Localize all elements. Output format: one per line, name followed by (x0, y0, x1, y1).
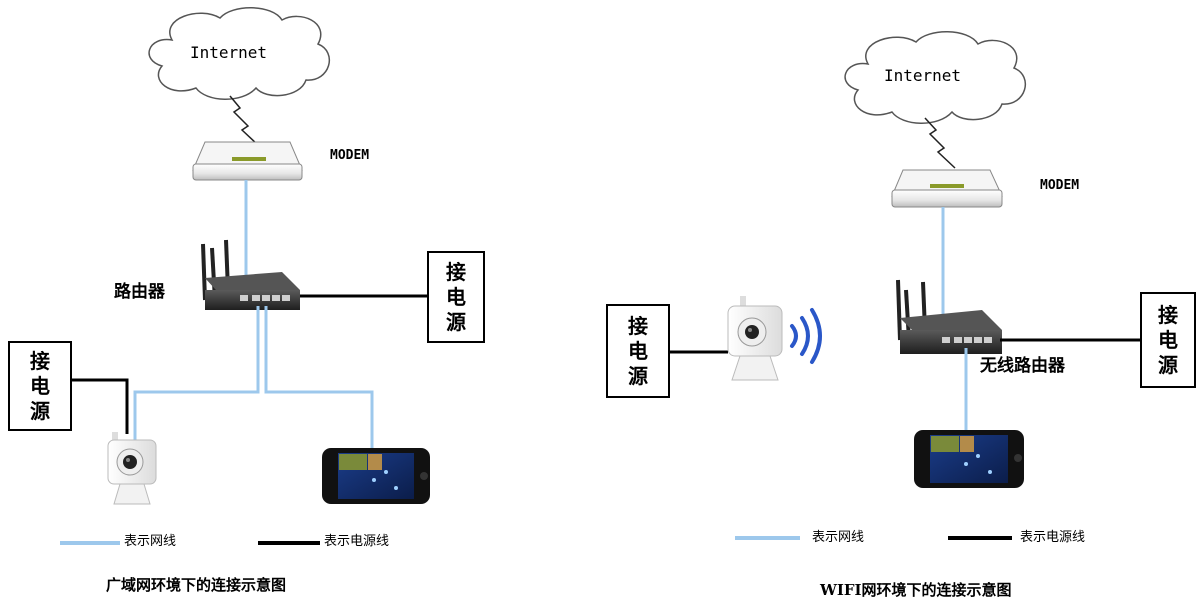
internet-cloud-left (148, 7, 330, 100)
router-label-right: 无线路由器 (980, 356, 1065, 376)
legend-network-label-left: 表示网线 (124, 534, 177, 549)
legend-power-label-right: 表示电源线 (1020, 530, 1086, 545)
caption-right: WIFI网环境下的连接示意图 (820, 581, 1012, 599)
power-source-label: 接电源 (1158, 302, 1178, 377)
power-source-label: 接电源 (30, 348, 50, 423)
power-source-box-router-right: 接电源 (1140, 292, 1196, 388)
internet-label-right: Internet (884, 66, 962, 85)
modem-label-right: MODEM (1040, 178, 1080, 193)
network-line-router-phone-left (264, 306, 374, 452)
camera-left (107, 432, 157, 505)
modem-left (192, 141, 303, 181)
router-label-left: 路由器 (114, 282, 165, 302)
caption-left: 广域网环境下的连接示意图 (106, 576, 287, 594)
power-source-label: 接电源 (446, 259, 466, 334)
network-line-router-camera-left (133, 306, 260, 440)
router-left (201, 239, 300, 310)
wireless-router-right (896, 279, 1002, 354)
legend-power-label-left: 表示电源线 (324, 534, 390, 549)
internet-cloud-right (844, 31, 1026, 124)
power-source-label: 接电源 (628, 313, 648, 388)
lightning-icon-right (924, 117, 956, 169)
legend-network-label-right: 表示网线 (812, 530, 865, 545)
phone-left (322, 448, 430, 504)
modem-label-left: MODEM (330, 148, 370, 163)
camera-right (727, 296, 783, 381)
power-line-camera-left (72, 378, 129, 434)
power-source-box-camera-right: 接电源 (606, 304, 670, 398)
power-source-box-camera-left: 接电源 (8, 341, 72, 431)
modem-right (891, 169, 1003, 208)
internet-label-left: Internet (190, 43, 268, 62)
wifi-waves-icon (790, 308, 822, 364)
phone-right (914, 430, 1024, 488)
power-source-box-router-left: 接电源 (427, 251, 485, 343)
lightning-icon-left (229, 95, 259, 146)
